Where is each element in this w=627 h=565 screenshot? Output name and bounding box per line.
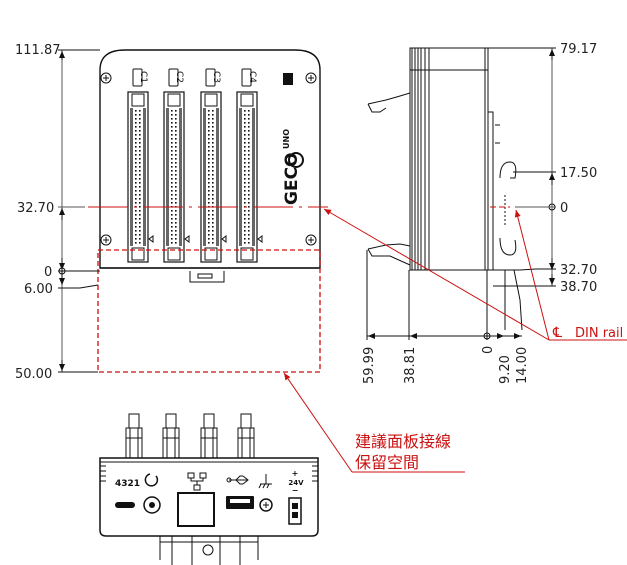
dim-17-50: 17.50 [560, 166, 597, 181]
ethernet-port[interactable] [177, 492, 215, 527]
connector-label: C4 [247, 71, 257, 83]
connector-c4: C4 [236, 68, 263, 263]
dim-79-17: 79.17 [560, 42, 597, 57]
dim-38-81: 38.81 [403, 347, 418, 384]
ground-screw-icon [259, 498, 273, 512]
dim-32-70-right: 32.70 [560, 263, 597, 278]
connector-c2: C2 [163, 68, 190, 263]
cable-plug-3 [200, 413, 218, 459]
rail-clip [189, 271, 225, 283]
dim-50-00: 50.00 [15, 367, 52, 382]
power-connector[interactable] [288, 497, 302, 525]
left-dimensions: 111.87 32.70 0 6.00 50.00 [15, 43, 100, 382]
dim-59-99: 59.99 [362, 347, 377, 384]
plus-sign: + [292, 469, 299, 478]
front-panel-outline [99, 49, 321, 269]
dim-9-20: 9.20 [498, 355, 513, 384]
screw-icon [305, 72, 317, 84]
dim-zero-bottom: 0 [481, 346, 496, 354]
usb-icon [226, 475, 249, 485]
dim-111-87: 111.87 [15, 43, 61, 58]
power-label: 24V [288, 479, 304, 487]
connector-c3: C3 [200, 68, 227, 263]
minus-sign: − [292, 486, 299, 495]
screw-icon [100, 234, 112, 246]
din-rail-leader: ℄ DIN rail [323, 208, 627, 341]
ethernet-icon [187, 472, 207, 491]
connector-label: C2 [174, 71, 184, 83]
dim-38-70-right: 38.70 [560, 280, 597, 295]
clearance-leader: 建議面板接線 保留空間 [283, 372, 465, 473]
reset-button[interactable] [143, 496, 161, 514]
dim-zero: 0 [44, 265, 52, 280]
geco-logo: GECO UNO [282, 129, 302, 205]
front-view: C1 C2 C3 C4 GECO UNO [88, 49, 328, 373]
connector-label: C1 [138, 71, 148, 83]
centerline-symbol: ℄ [552, 325, 562, 341]
reset-icon [144, 473, 159, 487]
screw-icon [305, 234, 317, 246]
svg-text:UNO: UNO [282, 129, 291, 149]
connector-label: C3 [211, 71, 221, 83]
ground-icon [258, 474, 272, 489]
panel-wiring-clearance [97, 249, 321, 373]
right-dimensions: 79.17 17.50 0 32.70 38.70 [488, 42, 597, 295]
dim-zero-right: 0 [560, 201, 568, 216]
svg-text:GECO: GECO [282, 153, 302, 206]
connector-c1: C1 [127, 68, 154, 263]
led-strip-icon [115, 502, 135, 508]
annotation-line1: 建議面板接線 [355, 432, 451, 451]
led-label: 4321 [115, 479, 140, 489]
screw-icon [100, 72, 112, 84]
dim-14-00: 14.00 [515, 347, 530, 384]
cable-plug-2 [162, 413, 180, 459]
bottom-view: 4321 + 24V − [99, 413, 319, 565]
cable-plug-1 [125, 413, 143, 459]
din-rail-label: DIN rail [575, 326, 623, 341]
cable-plug-4 [237, 413, 255, 459]
annotation-line2: 保留空間 [355, 453, 419, 472]
dim-32-70: 32.70 [17, 201, 54, 216]
bottom-dimensions: 59.99 38.81 0 9.20 14.00 [362, 250, 530, 384]
badge-icon [283, 73, 293, 85]
dim-6-00: 6.00 [24, 282, 53, 297]
logo-horse-icon [288, 152, 304, 168]
side-view [367, 47, 523, 331]
